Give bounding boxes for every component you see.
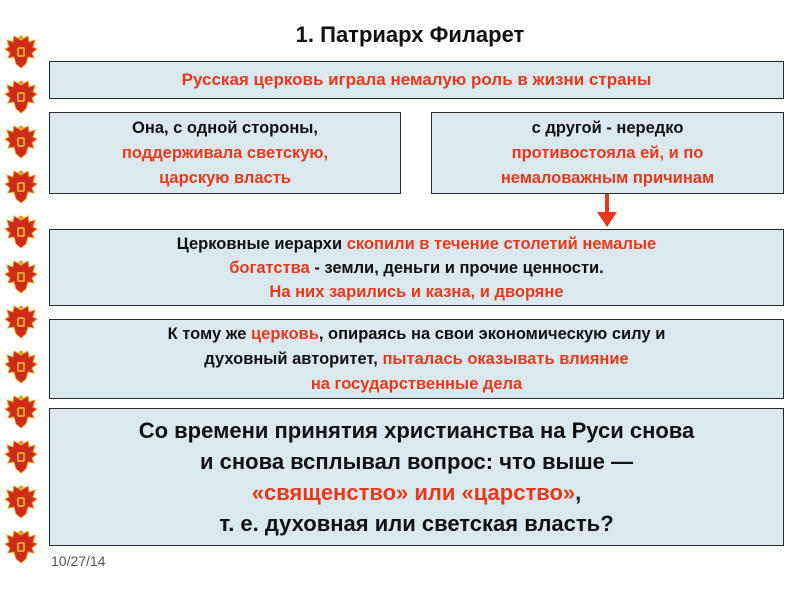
influence-line-2-highlight: пыталась оказывать влияние [382, 350, 629, 368]
one-side-line-2: поддерживала светскую, [121, 144, 329, 162]
wealth-line-2-highlight: богатства [229, 259, 310, 277]
wealth-line-2-end: - земли, деньги и прочие ценности. [309, 259, 604, 277]
wealth-line-2: богатства - земли, деньги и прочие ценно… [50, 256, 783, 280]
question-line-3: «священство» или «царство», [50, 477, 783, 508]
wealth-box: Церковные иерархи скопили в течение стол… [49, 229, 784, 306]
wealth-line-1-start: Церковные иерархи [176, 235, 347, 253]
double-headed-eagle-emblem [4, 125, 38, 159]
influence-box: К тому же церковь, опираясь на свои экон… [49, 319, 784, 399]
other-side-line-3: немаловажным причинам [500, 169, 715, 187]
question-line-3-highlight: «священство» или «царство» [251, 480, 576, 505]
other-side-box: с другой - нередко противостояла ей, и п… [431, 112, 784, 194]
question-line-4: т. е. духовная или светская власть? [219, 511, 614, 536]
double-headed-eagle-emblem [4, 440, 38, 474]
double-headed-eagle-emblem [4, 350, 38, 384]
influence-line-1-highlight: церковь [251, 325, 319, 343]
emblem-column [0, 34, 44, 574]
question-line-2: и снова всплывал вопрос: что выше — [199, 449, 634, 474]
one-side-box: Она, с одной стороны, поддерживала светс… [49, 112, 401, 194]
double-headed-eagle-emblem [4, 530, 38, 564]
wealth-line-1: Церковные иерархи скопили в течение стол… [50, 232, 783, 256]
double-headed-eagle-emblem [4, 170, 38, 204]
double-headed-eagle-emblem [4, 395, 38, 429]
other-side-line-2: противостояла ей, и по [511, 144, 704, 162]
one-side-line-1: Она, с одной стороны, [132, 119, 318, 137]
influence-line-1-end: , опираясь на свои экономическую силу и [318, 325, 666, 343]
other-side-line-1: с другой - нередко [531, 119, 684, 137]
double-headed-eagle-emblem [4, 305, 38, 339]
arrow-down-icon [597, 194, 617, 227]
double-headed-eagle-emblem [4, 35, 38, 69]
question-line-1: Со времени принятия христианства на Руси… [138, 418, 695, 443]
slide-date: 10/27/14 [51, 553, 106, 569]
influence-line-2: духовный авторитет, пыталась оказывать в… [50, 347, 783, 372]
influence-line-3: на государственные дела [310, 375, 523, 393]
one-side-line-3: царскую власть [159, 169, 291, 187]
slide-title: 1. Патриарх Филарет [295, 22, 525, 47]
double-headed-eagle-emblem [4, 485, 38, 519]
wealth-line-3: На них зарились и казна, и дворяне [269, 283, 564, 301]
question-box: Со времени принятия христианства на Руси… [49, 408, 784, 546]
double-headed-eagle-emblem [4, 260, 38, 294]
influence-line-1-start: К тому же [167, 325, 252, 343]
question-line-3-end: , [575, 480, 582, 505]
intro-text: Русская церковь играла немалую роль в жи… [181, 70, 652, 89]
wealth-line-1-highlight: скопили в течение столетий немалые [346, 235, 657, 253]
double-headed-eagle-emblem [4, 215, 38, 249]
intro-box: Русская церковь играла немалую роль в жи… [49, 61, 784, 99]
influence-line-2-start: духовный авторитет, [204, 350, 383, 368]
influence-line-1: К тому же церковь, опираясь на свои экон… [50, 322, 783, 347]
double-headed-eagle-emblem [4, 80, 38, 114]
